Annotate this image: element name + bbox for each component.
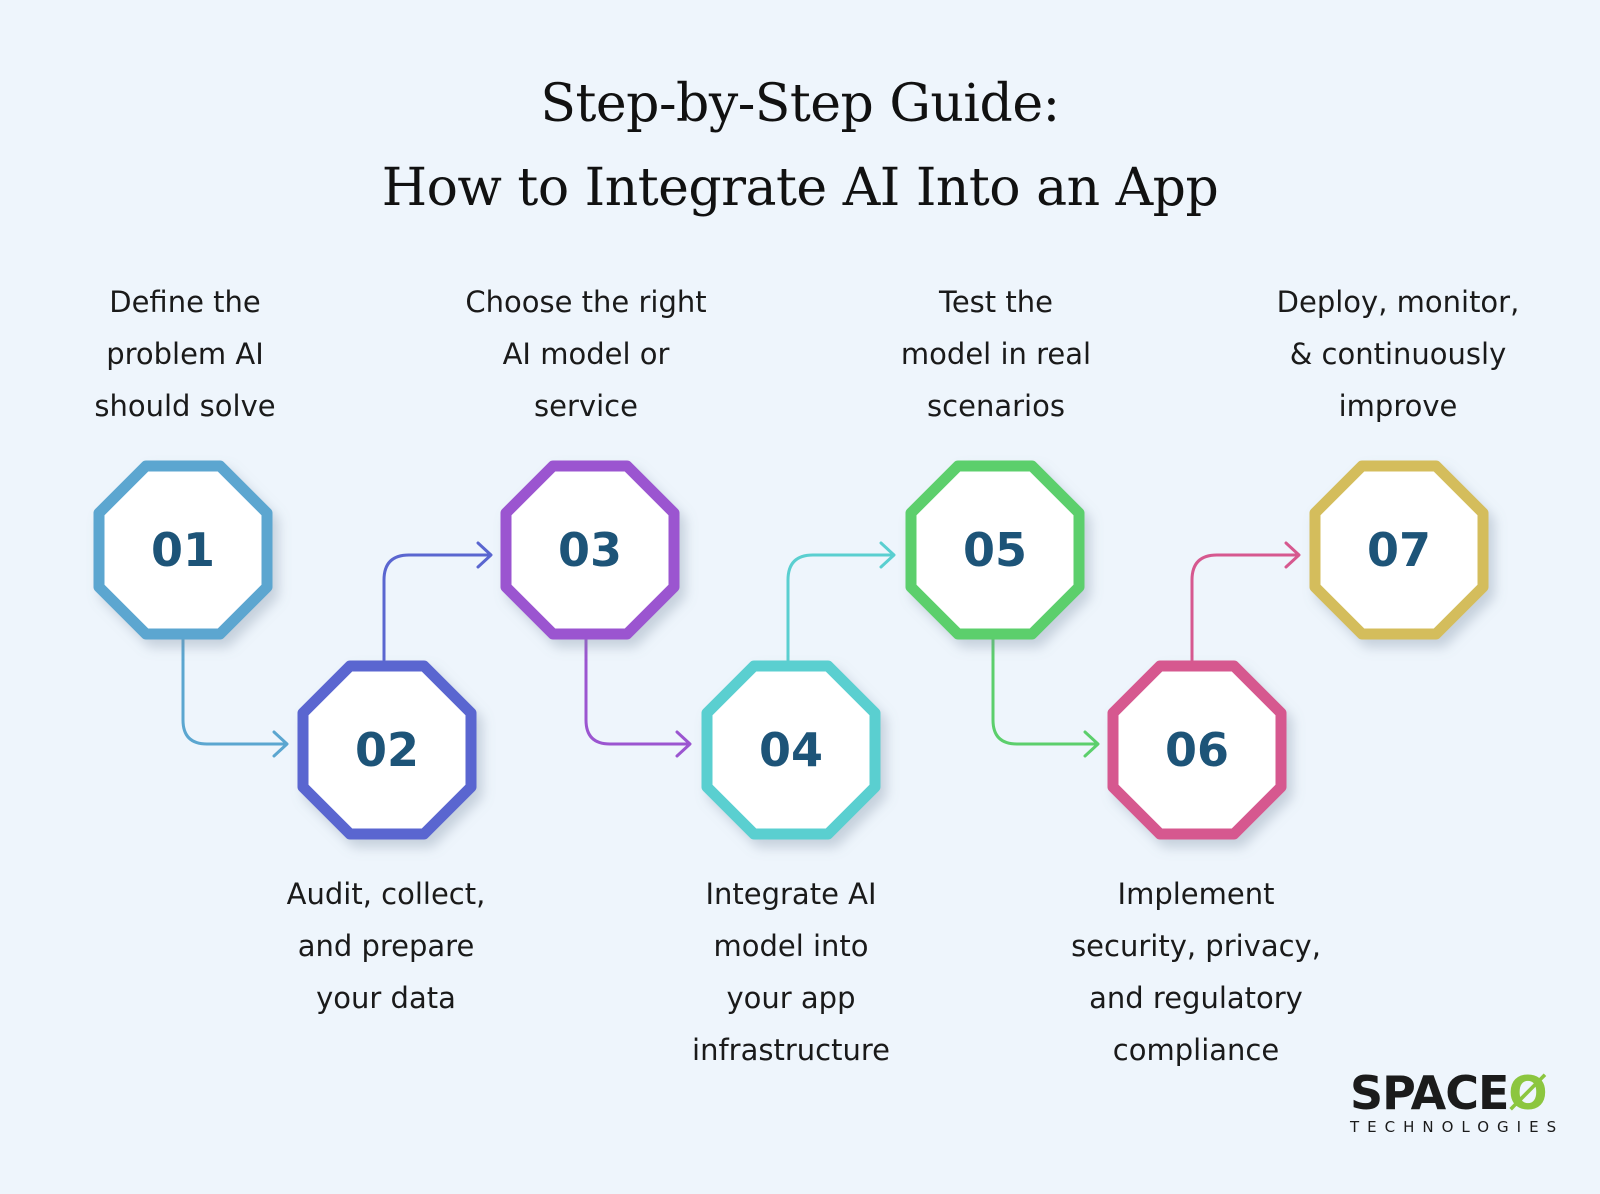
step-01-badge: 01 [93, 460, 273, 640]
arrow-04-05 [786, 541, 896, 662]
step-06-number: 06 [1164, 723, 1229, 777]
step-02-badge: 02 [297, 660, 477, 840]
step-07-number: 07 [1366, 523, 1431, 577]
octagon-icon [1309, 460, 1489, 640]
arrow-05-06 [991, 636, 1100, 758]
step-01-number: 01 [150, 523, 215, 577]
step-05-badge: 05 [905, 460, 1085, 640]
step-02-number: 02 [354, 723, 419, 777]
step-06-badge: 06 [1107, 660, 1287, 840]
logo-subtitle: TECHNOLOGIES [1350, 1118, 1565, 1136]
step-04-label: Integrate AI model into your app infrast… [692, 877, 890, 1067]
space-o-logo: SPACEØ TECHNOLOGIES [1350, 1070, 1564, 1136]
octagon-icon [701, 660, 881, 840]
octagon-icon [500, 460, 680, 640]
octagon-icon [93, 460, 273, 640]
logo-wordmark: SPACE [1350, 1066, 1509, 1120]
step-04-badge: 04 [701, 660, 881, 840]
title-line-1: Step-by-Step Guide: [540, 74, 1060, 134]
step-02-label: Audit, collect, and prepare your data [286, 877, 486, 1015]
step-05-number: 05 [962, 523, 1027, 577]
step-05-label: Test the model in real scenarios [900, 285, 1092, 423]
octagon-icon [1107, 660, 1287, 840]
step-03-badge: 03 [500, 460, 680, 640]
arrow-02-03 [382, 541, 493, 662]
step-01-label: Define the problem AI should solve [94, 285, 276, 423]
step-07-label: Deploy, monitor, & continuously improve [1276, 285, 1520, 423]
logo-mark-icon: Ø [1508, 1066, 1547, 1120]
arrow-01-02 [181, 636, 289, 758]
octagon-icon [905, 460, 1085, 640]
step-07-badge: 07 [1309, 460, 1489, 640]
title-line-2: How to Integrate AI Into an App [381, 158, 1219, 218]
step-03-label: Choose the right AI model or service [465, 285, 707, 423]
step-03-number: 03 [557, 523, 622, 577]
arrow-03-04 [584, 636, 692, 758]
step-06-label: Implement security, privacy, and regulat… [1071, 877, 1321, 1067]
step-04-number: 04 [758, 723, 823, 777]
octagon-icon [297, 660, 477, 840]
arrow-06-07 [1190, 541, 1301, 662]
page-title: Step-by-Step Guide: How to Integrate AI … [0, 62, 1600, 230]
